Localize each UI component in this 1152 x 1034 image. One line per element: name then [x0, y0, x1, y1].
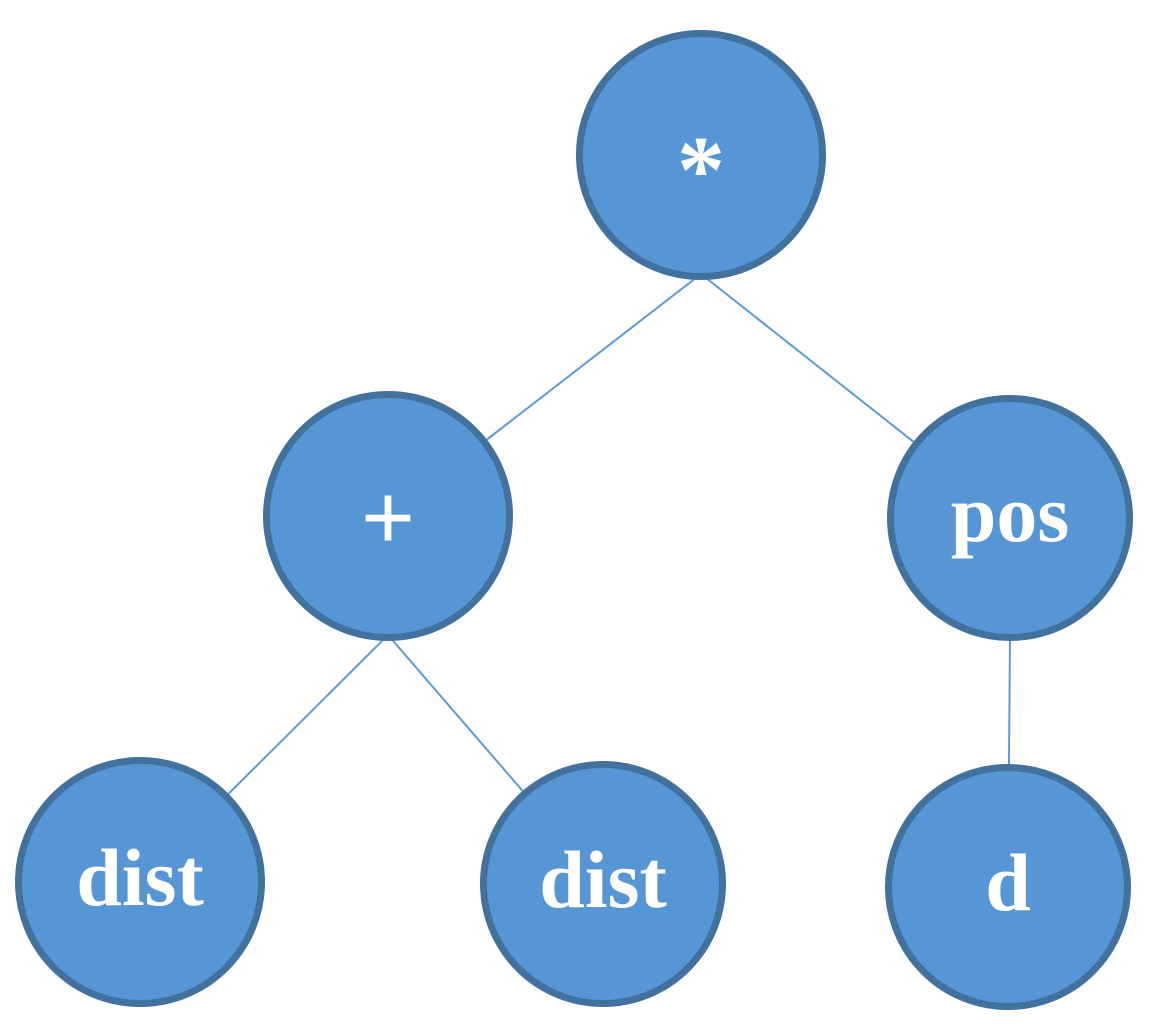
- tree-node-label-plus: +: [360, 463, 416, 571]
- tree-node-d: d: [885, 764, 1131, 1010]
- tree-node-label-d: d: [985, 836, 1031, 928]
- tree-node-label-pos: pos: [950, 467, 1070, 559]
- tree-node-label-dist2: dist: [539, 833, 667, 925]
- tree-node-dist1: dist: [15, 757, 265, 1007]
- tree-node-pos: pos: [887, 395, 1133, 641]
- tree-node-label-root: *: [677, 116, 725, 224]
- tree-node-dist2: dist: [480, 761, 726, 1007]
- tree-node-plus: +: [263, 391, 513, 641]
- tree-node-label-dist1: dist: [76, 831, 204, 923]
- tree-node-root: *: [576, 30, 826, 280]
